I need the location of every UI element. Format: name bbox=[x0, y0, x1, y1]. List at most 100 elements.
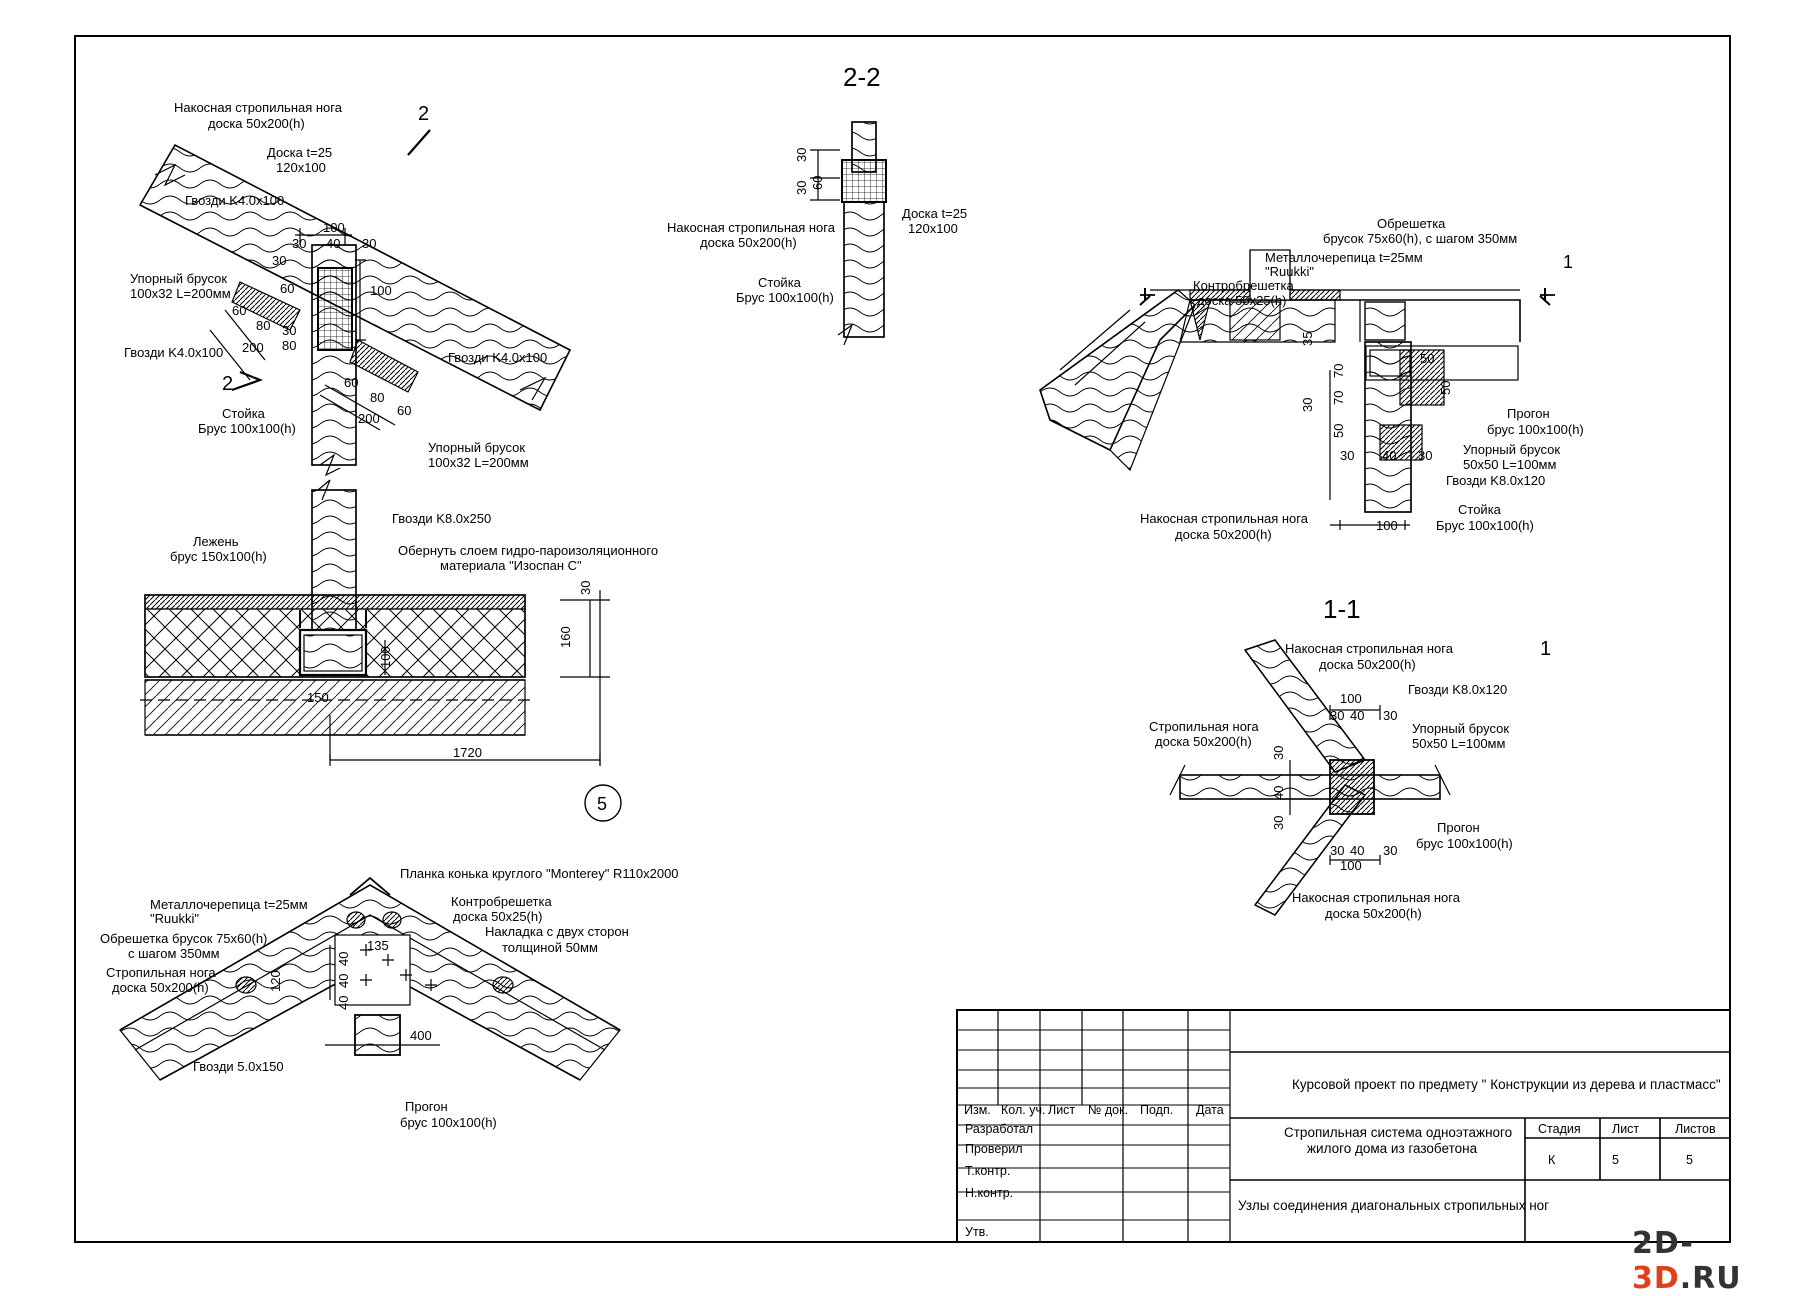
base-node-drawing bbox=[140, 479, 622, 822]
dim: 80 bbox=[370, 390, 384, 405]
label-rafter-l1: Накосная стропильная нога bbox=[174, 100, 343, 115]
label-purlin-l1: Прогон bbox=[1507, 406, 1550, 421]
dim: 160 bbox=[558, 626, 573, 648]
label-lath-l1: Обрешетка bbox=[1377, 216, 1446, 231]
dim: 120 bbox=[268, 970, 283, 992]
dim: 50 bbox=[1420, 351, 1434, 366]
dim: 60 bbox=[280, 281, 294, 296]
node-1-mark: 1 bbox=[1540, 638, 1551, 660]
node-1-drawing bbox=[1039, 249, 1555, 530]
wm-b: 3D bbox=[1632, 1261, 1680, 1296]
section-mark-2-bottom: 2 bbox=[222, 373, 233, 395]
label-post-l2: Брус 100x100(h) bbox=[736, 290, 834, 305]
section-22-drawing bbox=[810, 121, 887, 346]
dim: 30 bbox=[578, 581, 593, 595]
label-metal-l2: "Ruukki" bbox=[1265, 264, 1314, 279]
dim: 30 bbox=[282, 323, 296, 338]
dim: 80 bbox=[256, 318, 270, 333]
label-counter-l2: доска 50x25(h) bbox=[1197, 293, 1286, 308]
dim: 30 bbox=[1271, 746, 1286, 760]
sheet-value: 5 bbox=[1612, 1153, 1619, 1167]
sheet-frame bbox=[74, 35, 1731, 1243]
label-ridge-plank: Планка конька круглого "Monterey" R110x2… bbox=[400, 866, 679, 881]
dim: 60 bbox=[232, 303, 246, 318]
dim: 40 bbox=[1271, 786, 1286, 800]
section-title-22: 2-2 bbox=[843, 62, 881, 92]
label-purlin-l1: Прогон bbox=[405, 1099, 448, 1114]
label-board-l2: 120x100 bbox=[276, 160, 326, 175]
dim: 100 bbox=[378, 646, 393, 668]
dim: 40 bbox=[326, 236, 340, 251]
label-stop-l1: Упорный брусок bbox=[130, 271, 227, 286]
label-wrap-l2: материала "Изоспан С" bbox=[440, 558, 582, 573]
dim: 30 bbox=[1271, 816, 1286, 830]
dim: 30 bbox=[1383, 708, 1397, 723]
label-nails-k8: Гвозди K8.0x250 bbox=[392, 511, 491, 526]
label-nails-2: Гвозди K4.0x100 bbox=[124, 345, 223, 360]
subject-l1: Стропильная система одноэтажного bbox=[1284, 1125, 1512, 1140]
dim: 30 bbox=[272, 253, 286, 268]
dim: 40 bbox=[1350, 708, 1364, 723]
label-overlay-l2: толщиной 50мм bbox=[502, 940, 598, 955]
label-rafter-l1: Накосная стропильная нога bbox=[667, 220, 836, 235]
header-list: Лист bbox=[1048, 1103, 1075, 1117]
dim: 50 bbox=[1438, 381, 1453, 395]
label-metal-l2: "Ruukki" bbox=[150, 911, 199, 926]
node-1-labels: 1 Обрешетка брусок 75x60(h), с шагом 350… bbox=[1140, 216, 1584, 542]
sheet-label: Лист bbox=[1612, 1122, 1639, 1136]
dim: 30 bbox=[1330, 708, 1344, 723]
dim: 100 bbox=[1340, 691, 1362, 706]
title-block-text: Изм. Кол. уч. Лист № док. Подп. Дата Раз… bbox=[964, 1077, 1721, 1239]
subject-l2: жилого дома из газобетона bbox=[1307, 1141, 1478, 1156]
role-checked: Проверил bbox=[965, 1142, 1023, 1156]
stage-label: Стадия bbox=[1538, 1122, 1581, 1136]
section-mark-2-top: 2 bbox=[418, 103, 429, 125]
label-nails-k8: Гвозди K8.0x120 bbox=[1446, 473, 1545, 488]
header-sign: Подп. bbox=[1140, 1103, 1173, 1117]
base-node-labels: Гвозди K8.0x250 Лежень брус 150x100(h) О… bbox=[170, 511, 658, 814]
section-22-labels: 2-2 Накосная стропильная нога доска 50x2… bbox=[667, 62, 967, 305]
dim: 40 bbox=[336, 996, 351, 1010]
label-sill-l1: Лежень bbox=[193, 534, 239, 549]
stage-value: К bbox=[1548, 1153, 1556, 1167]
header-kol: Кол. уч. bbox=[1001, 1103, 1045, 1117]
label-metal-l1: Металлочерепица t=25мм bbox=[150, 897, 308, 912]
dim: 30 bbox=[794, 148, 809, 162]
dim: 30 bbox=[1340, 448, 1354, 463]
label-purlin-l2: брус 100x100(h) bbox=[1487, 422, 1584, 437]
label-post-l1: Стойка bbox=[758, 275, 802, 290]
ridge-node-labels: Планка конька круглого "Monterey" R110x2… bbox=[100, 866, 679, 1130]
dim: 100 bbox=[1340, 858, 1362, 873]
dim: 80 bbox=[282, 338, 296, 353]
label-rafter-l1: Стропильная нога bbox=[106, 965, 216, 980]
label-wrap-l1: Обернуть слоем гидро-пароизоляционного bbox=[398, 543, 658, 558]
dim: 1720 bbox=[453, 745, 482, 760]
dim: 135 bbox=[367, 938, 389, 953]
label-rafter-bot-l1: Накосная стропильная нога bbox=[1292, 890, 1461, 905]
label-rafter-l2: доска 50x200(h) bbox=[700, 235, 797, 250]
label-post-l1: Стойка bbox=[222, 406, 266, 421]
label-nails: Гвозди K8.0x120 bbox=[1408, 682, 1507, 697]
label-nails-1: Гвозди K4.0x100 bbox=[185, 193, 284, 208]
dim: 40 bbox=[1350, 843, 1364, 858]
title-block bbox=[956, 1009, 1731, 1243]
dim: 35 bbox=[1300, 332, 1315, 346]
dim: 50 bbox=[1331, 424, 1346, 438]
node-2-labels: Накосная стропильная нога доска 50x200(h… bbox=[124, 100, 547, 470]
header-doc: № док. bbox=[1088, 1103, 1128, 1117]
dim: 150 bbox=[307, 690, 329, 705]
watermark-logo: 2D-3D.RU bbox=[1632, 1226, 1800, 1296]
wm-c: .RU bbox=[1679, 1261, 1742, 1296]
label-nails: Гвозди 5.0x150 bbox=[193, 1059, 284, 1074]
label-rafter-top-l2: доска 50x200(h) bbox=[1319, 657, 1416, 672]
dim: 60 bbox=[397, 403, 411, 418]
label-board-l2: 120x100 bbox=[908, 221, 958, 236]
dim: 40 bbox=[336, 952, 351, 966]
header-date: Дата bbox=[1196, 1103, 1224, 1117]
ridge-node-drawing bbox=[119, 876, 621, 1081]
label-rafter-l2: доска 50x200(h) bbox=[1175, 527, 1272, 542]
label-stop-l2: 100x32 L=200мм bbox=[130, 286, 231, 301]
dim: 30 bbox=[1300, 398, 1315, 412]
label-post-l1: Стойка bbox=[1458, 502, 1502, 517]
dim: 100 bbox=[323, 220, 345, 235]
